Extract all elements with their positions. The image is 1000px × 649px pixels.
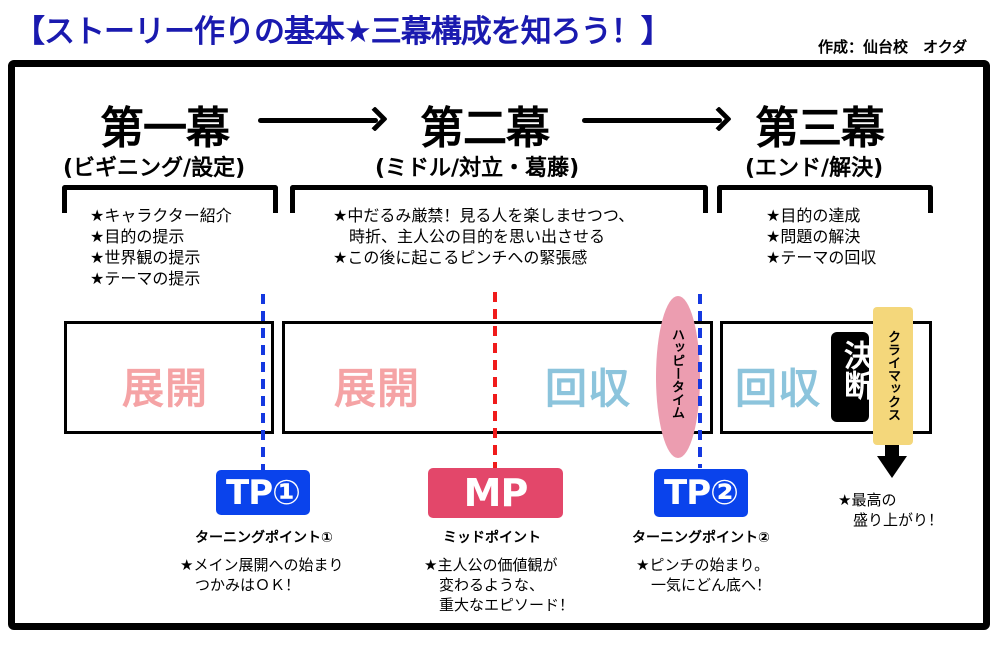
act3-title: 第三幕 bbox=[755, 103, 885, 154]
mp-desc-line: 変わるような、 bbox=[424, 576, 545, 594]
decision-badge bbox=[831, 332, 869, 422]
tp2-dashed-line bbox=[698, 294, 702, 468]
act1-point: ★世界観の提示 bbox=[90, 248, 201, 267]
mp-desc-line: ★主人公の価値観が bbox=[424, 556, 558, 574]
act2-bracket bbox=[290, 185, 708, 213]
happy-time-label: ハッピータイム bbox=[669, 328, 684, 419]
happy-time-ellipse bbox=[656, 296, 700, 458]
mp-badge: MP bbox=[428, 468, 563, 518]
climax-note-line: ★最高の bbox=[838, 491, 897, 509]
down-arrow-head-icon bbox=[877, 456, 907, 478]
climax-note: ★最高の 盛り上がり！ bbox=[838, 490, 943, 530]
act1-point: ★目的の提示 bbox=[90, 227, 185, 246]
act3-point: ★テーマの回収 bbox=[766, 248, 877, 267]
act3-subtitle: (エンド/解決) bbox=[745, 156, 884, 181]
arrow-act2-to-act3 bbox=[582, 118, 722, 123]
act1-title: 第一幕 bbox=[100, 103, 230, 154]
mp-desc-line: 重大なエピソード！ bbox=[424, 596, 575, 614]
act1-points: ★キャラクター紹介 ★目的の提示 ★世界観の提示 ★テーマの提示 bbox=[90, 205, 232, 289]
act2-develop-label: 展開 bbox=[334, 364, 421, 413]
act1-bracket bbox=[62, 185, 278, 213]
act2-points: ★中だるみ厳禁！見る人を楽しませつつ、 時折、主人公の目的を思い出させる ★この… bbox=[333, 205, 634, 268]
climax-band bbox=[873, 307, 913, 445]
act1-point: ★テーマの提示 bbox=[90, 269, 201, 288]
act3-resolve-label: 回収 bbox=[735, 364, 822, 413]
tp1-desc-line: つかみはＯＫ！ bbox=[180, 576, 301, 594]
act1-point: ★キャラクター紹介 bbox=[90, 206, 232, 225]
decision-label: 決断 bbox=[838, 340, 873, 400]
tp2-desc-line: ★ピンチの始まり。 bbox=[636, 556, 770, 574]
act2-title: 第二幕 bbox=[420, 103, 550, 154]
tp2-desc: ★ピンチの始まり。 一気にどん底へ！ bbox=[636, 555, 771, 595]
act3-points: ★目的の達成 ★問題の解決 ★テーマの回収 bbox=[766, 205, 876, 268]
mp-label: ミッドポイント bbox=[443, 530, 541, 546]
mp-dashed-line bbox=[493, 292, 497, 468]
act1-subtitle: (ビギニング/設定) bbox=[63, 156, 246, 181]
act1-develop-label: 展開 bbox=[122, 364, 209, 413]
tp1-desc-line: ★メイン展開への始まり bbox=[180, 556, 344, 574]
climax-note-line: 盛り上がり！ bbox=[838, 511, 944, 529]
act1-timeline-box bbox=[64, 321, 274, 434]
tp2-badge: TP② bbox=[654, 469, 748, 517]
page-title: 【ストーリー作りの基本★三幕構成を知ろう！】 bbox=[14, 14, 672, 50]
act3-point: ★目的の達成 bbox=[766, 206, 861, 225]
tp1-dashed-line bbox=[261, 294, 265, 470]
diagram-frame bbox=[8, 60, 990, 630]
act3-point: ★問題の解決 bbox=[766, 227, 861, 246]
tp1-desc: ★メイン展開への始まり つかみはＯＫ！ bbox=[180, 555, 343, 595]
mp-desc: ★主人公の価値観が 変わるような、 重大なエピソード！ bbox=[424, 555, 574, 615]
act3-bracket bbox=[717, 185, 933, 213]
tp1-label: ターニングポイント① bbox=[195, 530, 333, 546]
act2-point: ★中だるみ厳禁！見る人を楽しませつつ、 bbox=[333, 206, 635, 225]
tp2-label: ターニングポイント② bbox=[632, 530, 770, 546]
act2-point: 時折、主人公の目的を思い出させる bbox=[333, 227, 606, 246]
tp1-badge: TP① bbox=[216, 470, 310, 515]
author-credit: 作成：仙台校 オクダ bbox=[818, 38, 968, 56]
act2-resolve-label: 回収 bbox=[545, 364, 632, 413]
act2-point: ★この後に起こるピンチへの緊張感 bbox=[333, 248, 588, 267]
down-arrow-icon bbox=[885, 445, 899, 457]
act2-timeline-box bbox=[282, 321, 713, 434]
act2-subtitle: (ミドル/対立・葛藤) bbox=[375, 156, 580, 181]
act3-timeline-box bbox=[720, 321, 932, 434]
climax-label: クライマックス bbox=[885, 330, 900, 421]
tp2-desc-line: 一気にどん底へ！ bbox=[636, 576, 772, 594]
arrow-act1-to-act2 bbox=[258, 118, 378, 123]
